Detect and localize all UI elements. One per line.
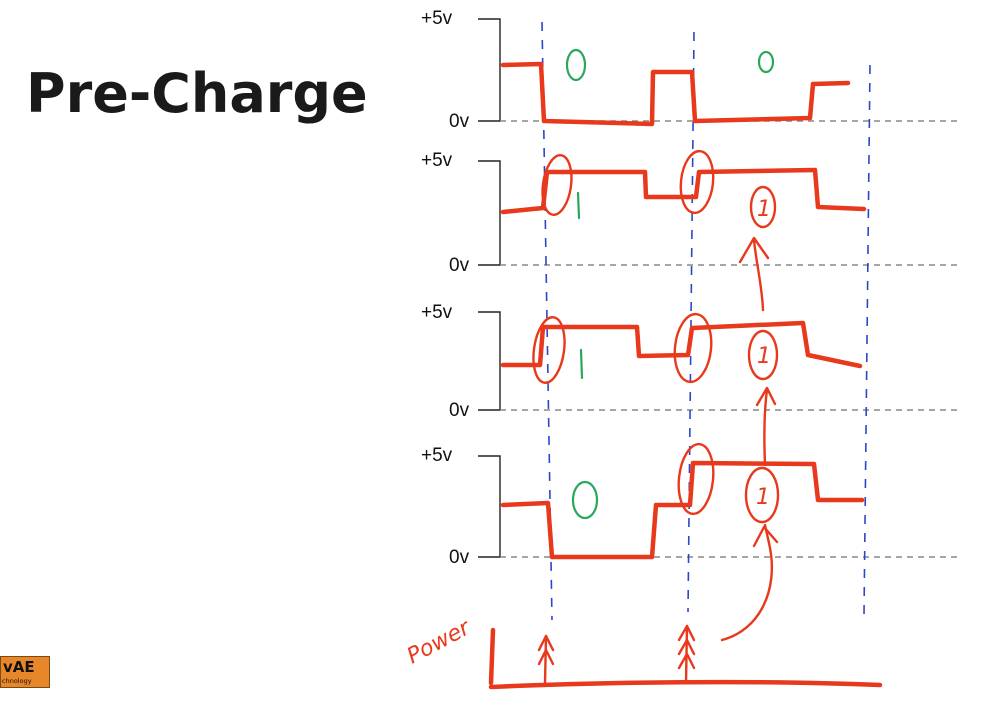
arrow-head-2	[755, 386, 777, 407]
arrow-shaft-1	[752, 238, 765, 312]
axis-group-3: +5v 0v	[421, 302, 960, 421]
power-spike-1	[543, 634, 548, 685]
green-annotations	[565, 48, 775, 520]
edge-circle-4b	[677, 442, 715, 516]
clock-edges	[541, 21, 871, 621]
edge-circle-3b	[673, 312, 713, 384]
edge-circle-3a	[532, 316, 566, 384]
logo-subtext: chnology	[2, 677, 32, 685]
waveform-3	[500, 320, 863, 369]
axis-group-4: +5v 0v	[421, 445, 960, 568]
high-label-3: +5v	[421, 302, 453, 323]
low-label-2: 0v	[449, 255, 470, 276]
waveform-2	[500, 167, 867, 215]
signal-trace-1	[500, 61, 851, 127]
bit-circle-2	[749, 185, 777, 229]
power-axis	[488, 627, 496, 686]
logo-text: vAE	[3, 658, 35, 676]
edge-highlights	[532, 149, 715, 516]
waveform-1	[500, 61, 851, 127]
low-label-4: 0v	[449, 547, 470, 568]
propagation-arrows	[720, 236, 779, 642]
axis-frame-1	[478, 18, 501, 122]
bit-label-2a	[576, 191, 581, 220]
low-label-3: 0v	[449, 400, 470, 421]
axis-frame-2	[478, 160, 501, 266]
low-label-1: 0v	[449, 111, 470, 132]
axis-group-2: +5v 0v	[421, 150, 960, 276]
power-spike-2-arrows	[677, 624, 696, 670]
circled-bits: 1 1 1	[744, 185, 780, 524]
edge-circle-2b	[679, 149, 715, 215]
bit-circle-3	[747, 329, 779, 381]
power-label: Power	[403, 615, 476, 670]
bit-label-4b: 1	[756, 485, 770, 510]
power-graph: Power	[403, 615, 883, 690]
bit-label-4a	[571, 480, 599, 520]
arrow-head-3	[752, 525, 779, 548]
axis-frame-3	[478, 311, 501, 411]
arrow-head-1	[738, 236, 770, 264]
arrow-shaft-2	[763, 388, 769, 467]
clock-edge-2	[687, 31, 695, 613]
clock-edge-3	[863, 64, 871, 616]
power-spike-1-arrows	[537, 634, 555, 666]
high-label-2: +5v	[421, 150, 453, 171]
slide-title: Pre-Charge	[26, 62, 368, 125]
signal-trace-4	[500, 460, 865, 560]
bit-circle-4	[744, 466, 780, 524]
high-label-4: +5v	[421, 445, 453, 466]
bit-label-1b	[757, 50, 775, 74]
brand-logo: vAE chnology	[0, 656, 50, 688]
bit-label-3b: 1	[757, 344, 771, 369]
power-baseline	[488, 679, 883, 690]
edge-circle-2a	[541, 154, 573, 216]
bit-label-2b: 1	[757, 197, 771, 222]
arrow-shaft-3	[720, 523, 774, 642]
signal-trace-2	[500, 167, 867, 215]
bit-label-3a	[579, 348, 584, 380]
signal-trace-3	[500, 320, 863, 369]
bit-label-1a	[565, 48, 587, 82]
high-label-1: +5v	[421, 8, 453, 29]
axis-frame-4	[478, 455, 501, 558]
waveform-4	[500, 460, 865, 560]
axis-group-1: +5v 0v	[421, 8, 960, 132]
